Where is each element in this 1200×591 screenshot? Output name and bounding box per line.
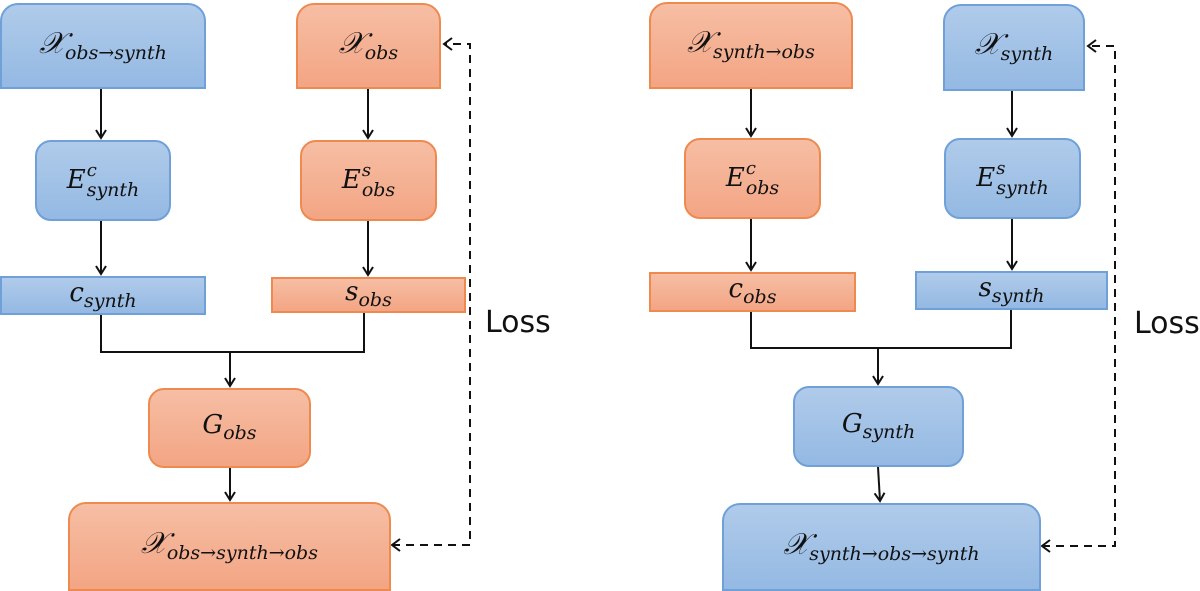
content-code-box: cobs <box>649 272 856 312</box>
loss-arrowhead-bottom <box>1040 539 1051 553</box>
input-image-box: 𝒳obs <box>296 3 441 89</box>
node-label: ssynth <box>978 272 1045 308</box>
arrow-generator-to-output <box>873 466 886 503</box>
reconstructed-image-box: 𝒳obs→synth→obs <box>68 502 391 591</box>
node-label: Gobs <box>202 410 257 445</box>
style-code-box: sobs <box>271 277 466 313</box>
node-label: cobs <box>728 274 777 309</box>
input-translated-image-box: 𝒳synth→obs <box>649 2 853 89</box>
merge-line <box>750 310 1012 349</box>
reconstructed-image-box: 𝒳synth→obs→synth <box>722 503 1041 591</box>
loss-label: Loss <box>485 305 551 340</box>
node-label: Gsynth <box>841 408 916 444</box>
node-label: 𝒳obs <box>338 25 399 65</box>
content-code-box: csynth <box>0 276 206 315</box>
loss-dashed-line <box>1042 45 1116 547</box>
generator-box: Gobs <box>148 388 311 468</box>
node-label: 𝒳obs→synth→obs <box>141 526 318 565</box>
node-label: csynth <box>69 277 137 313</box>
loss-label: Loss <box>1134 306 1200 341</box>
merge-line <box>100 312 365 353</box>
node-label: 𝒳synth→obs <box>687 25 815 64</box>
node-label: 𝒳synth→obs→synth <box>783 526 980 566</box>
input-image-box: 𝒳synth <box>943 4 1085 91</box>
node-label: sobs <box>345 277 392 312</box>
loss-dashed-line <box>392 43 471 546</box>
generator-box: Gsynth <box>793 386 964 467</box>
loss-arrowhead-top <box>442 37 453 51</box>
loss-arrowhead-bottom <box>390 538 401 552</box>
input-translated-image-box: 𝒳obs→synth <box>0 3 206 89</box>
style-code-box: ssynth <box>915 271 1108 310</box>
node-label: 𝒳synth <box>974 27 1054 66</box>
node-label: 𝒳obs→synth <box>39 25 167 65</box>
loss-arrowhead-top <box>1086 39 1097 53</box>
